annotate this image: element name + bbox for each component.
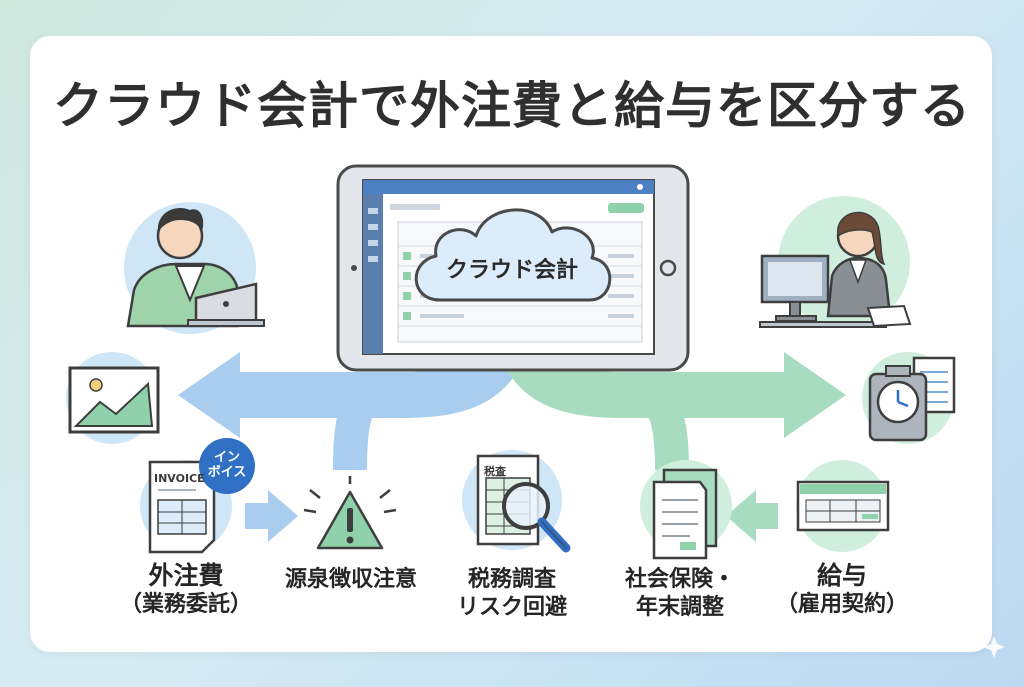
small-green-arrow [726,490,778,542]
social-line-1: 社会保険・ [624,567,735,592]
page-title: クラウド会計で外注費と給与を区分する [53,77,971,135]
outsourcing-label: 外注費 （業務委託） [108,560,264,619]
outsourcing-subtitle: （業務委託） [119,592,252,618]
payslip-icon [796,460,890,552]
invoice-badge-line-1: イン [213,450,240,465]
tax-audit-line-1: 税務調査 [467,567,556,592]
freelancer-avatar-icon [124,202,265,334]
invoice-doc-label: INVOICE [154,472,205,485]
invoice-badge-label: イン ボイス [198,450,256,480]
tax-audit-line-2: リスク回避 [456,594,567,620]
salary-subtitle: （雇用契約） [775,592,908,618]
salary-title: 給与 [816,561,867,590]
growth-chart-icon [66,352,160,444]
invoice-badge-icon [199,438,255,494]
salary-label: 給与 （雇用契約） [764,560,920,619]
withholding-label: 源泉徴収注意 [284,567,417,592]
sparkle-icon [983,636,1005,658]
tax-audit-label: 税務調査 リスク回避 [436,566,588,621]
social-insurance-documents-icon [640,460,732,560]
invoice-badge-line-2: ボイス [207,465,247,480]
outsourcing-title: 外注費 [148,561,224,590]
employee-avatar-icon [759,196,912,328]
invoice-document-icon [140,460,232,554]
tax-audit-magnifier-icon [462,450,571,553]
cloud-accounting-label: クラウド会計 [445,258,578,283]
cloud-icon [414,208,612,302]
small-blue-arrow [245,490,298,542]
social-insurance-label: 社会保険・ 年末調整 [598,566,762,621]
social-line-2: 年末調整 [635,594,724,620]
tax-doc-label: 税査 [484,465,506,478]
warning-icon [303,476,397,550]
timecard-clock-icon [862,352,956,444]
